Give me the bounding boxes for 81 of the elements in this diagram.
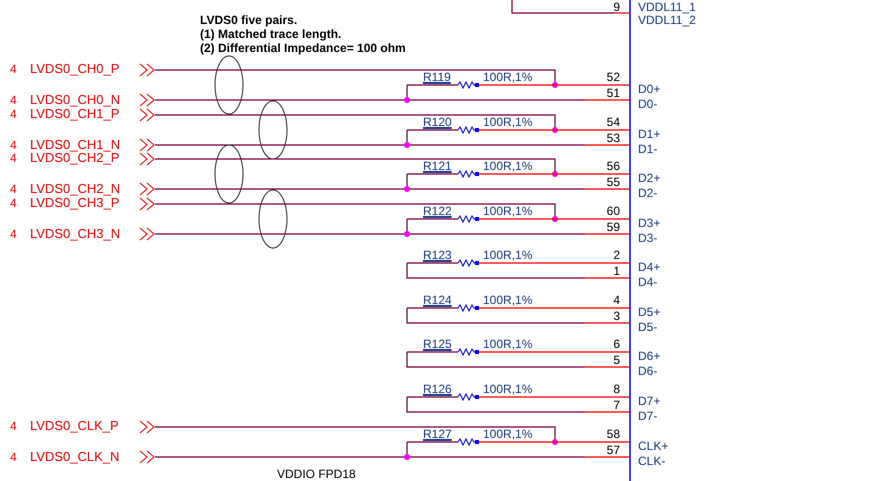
pin-number: 52 [606,70,620,84]
pin-name: D5+ [638,305,660,319]
pin-number: 59 [606,220,620,234]
pin-name: VDDL11_2 [638,13,696,27]
net-label: LVDS0_CH1_P [30,107,120,121]
pin-number: 3 [613,309,620,323]
pin-number: 60 [606,204,620,218]
pin-name: D3- [638,231,658,245]
resistor-value: 100R,1% [483,204,532,218]
resistor-reference: R124 [423,293,452,307]
resistor-value: 100R,1% [483,427,532,441]
resistor-value: 100R,1% [483,159,532,173]
resistor-reference: R122 [423,204,452,218]
resistor-reference: R121 [423,159,452,173]
pin-number: 58 [606,427,620,441]
net-label: LVDS0_CH3_P [30,196,120,210]
resistor-reference: R127 [423,427,452,441]
sheet-reference: 4 [10,450,17,464]
pin-name: D0- [638,97,658,111]
pin-number: 57 [606,443,620,457]
pin-name: D0+ [638,82,660,96]
pin-number: 55 [606,175,620,189]
resistor-value: 100R,1% [483,382,532,396]
power-net-label: VDDIO FPD18 [277,467,356,481]
pin-name: D4+ [638,260,660,274]
pin-number: 5 [613,353,620,367]
pin-name: CLK+ [638,439,668,453]
resistor-reference: R125 [423,337,452,351]
design-note: (2) Differential Impedance= 100 ohm [200,41,406,55]
pin-name: D6- [638,364,658,378]
resistor-reference: R119 [423,70,451,84]
pin-name: D3+ [638,216,660,230]
sheet-reference: 4 [10,93,17,107]
pin-number: 9 [613,0,620,14]
sheet-reference: 4 [10,227,17,241]
net-label: LVDS0_CH1_N [30,138,120,152]
pin-name: D2+ [638,171,660,185]
net-label: LVDS0_CH2_N [30,182,120,196]
pin-name: D7+ [638,394,660,408]
resistor-value: 100R,1% [483,70,532,84]
sheet-reference: 4 [10,196,17,210]
resistor-reference: R123 [423,248,452,262]
design-note: (1) Matched trace length. [200,27,342,41]
net-label: LVDS0_CLK_N [30,450,120,464]
net-label: LVDS0_CH0_P [30,62,120,76]
net-label: LVDS0_CH0_N [30,93,120,107]
resistor-reference: R126 [423,382,452,396]
pin-number: 54 [606,115,620,129]
pin-number: 2 [613,248,620,262]
pin-number: 56 [606,159,620,173]
design-note: LVDS0 five pairs. [200,13,298,27]
resistor-value: 100R,1% [483,248,532,262]
pin-number: 8 [613,382,620,396]
resistor-value: 100R,1% [483,337,532,351]
net-label: LVDS0_CH3_N [30,227,120,241]
pin-number: 4 [613,293,620,307]
pin-number: 1 [613,264,620,278]
pin-name: D1- [638,142,658,156]
net-label: LVDS0_CH2_P [30,151,120,165]
sheet-reference: 4 [10,151,17,165]
sheet-reference: 4 [10,182,17,196]
resistor-reference: R120 [423,115,452,129]
pin-name: CLK- [638,454,666,468]
sheet-reference: 4 [10,138,17,152]
pin-number: 51 [606,86,620,100]
pin-name: D5- [638,320,658,334]
pin-name: D4- [638,275,658,289]
pin-name: D1+ [638,127,660,141]
pin-name: D2- [638,186,658,200]
pin-name: D7- [638,409,658,423]
pin-number: 7 [613,398,620,412]
sheet-reference: 4 [10,62,17,76]
pin-name: VDDL11_1 [638,0,696,14]
pin-name: D6+ [638,349,660,363]
sheet-reference: 4 [10,107,17,121]
pin-number: 6 [613,337,620,351]
sheet-reference: 4 [10,419,17,433]
resistor-value: 100R,1% [483,293,532,307]
net-label: LVDS0_CLK_P [30,419,119,433]
resistor-value: 100R,1% [483,115,532,129]
pin-number: 53 [606,131,620,145]
